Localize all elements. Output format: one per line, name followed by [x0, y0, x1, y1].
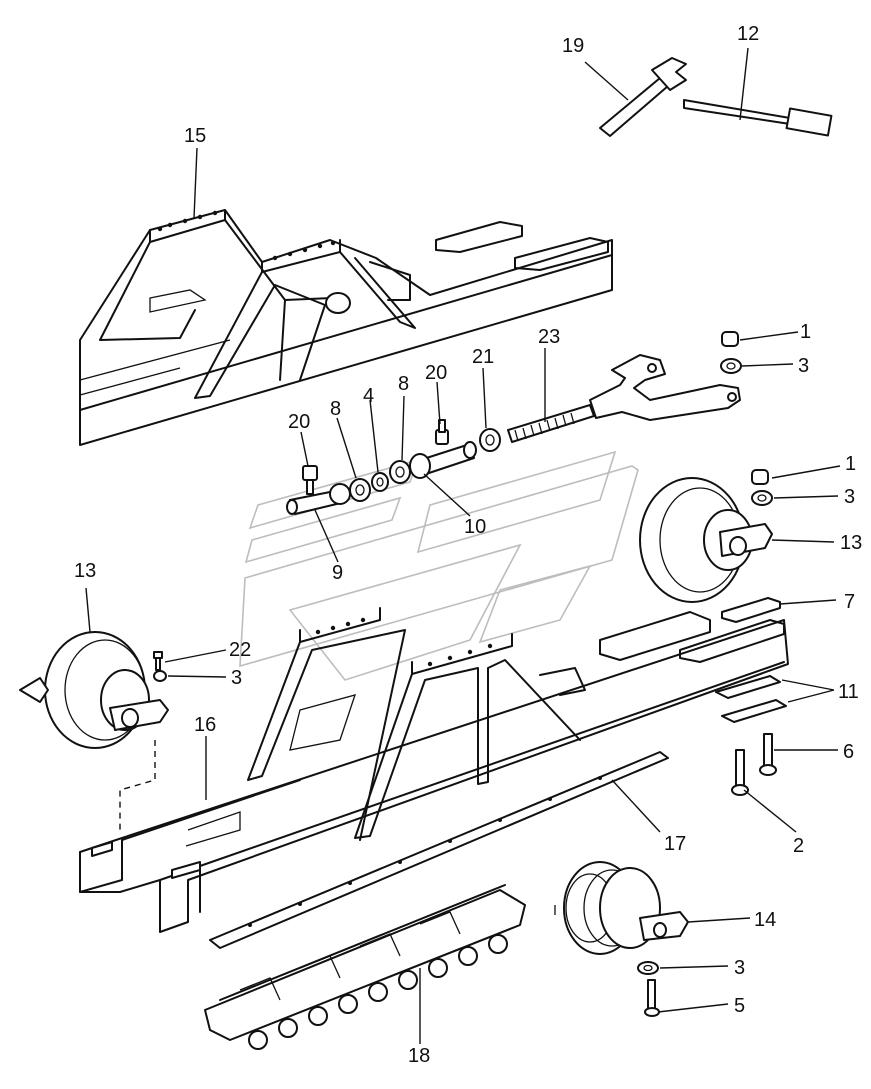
clamps-11	[715, 675, 787, 723]
idler-left	[19, 631, 169, 830]
strip-17	[209, 751, 669, 949]
frame-upper	[79, 209, 613, 446]
callout-18: 18	[408, 1045, 430, 1067]
callout-10: 10	[464, 516, 486, 538]
callout-12: 12	[737, 23, 759, 45]
callout-11: 11	[838, 681, 859, 703]
callout-19: 19	[562, 35, 584, 57]
track-chain	[204, 884, 526, 1050]
bolt-washer-left	[153, 651, 167, 682]
callout-4: 4	[363, 385, 374, 407]
washer-bolt-roller	[637, 961, 660, 1017]
leader-lines	[85, 47, 841, 1044]
plate-7	[721, 597, 781, 623]
callout-3b: 3	[844, 486, 855, 508]
callout-5: 5	[734, 995, 745, 1017]
callout-21: 21	[472, 346, 494, 368]
callout-2: 2	[793, 835, 804, 857]
wrench	[599, 57, 687, 137]
callout-7: 7	[844, 591, 855, 613]
callout-3a: 3	[798, 355, 809, 377]
callout-20b: 20	[288, 411, 310, 433]
callout-17: 17	[664, 833, 686, 855]
cap-nut-washer-right	[751, 469, 773, 506]
callout-20a: 20	[425, 362, 447, 384]
tensioner-assembly	[286, 354, 741, 515]
callout-16: 16	[194, 714, 216, 736]
callout-13b: 13	[74, 560, 96, 582]
callout-15: 15	[184, 125, 206, 147]
track-roller	[554, 861, 689, 955]
callout-8a: 8	[398, 373, 409, 395]
callout-22: 22	[229, 639, 251, 661]
idler-right	[639, 477, 773, 603]
callout-labels: 19 12 15 23 1 3 20 21 8 4 8 20 10 9 1 3 …	[74, 23, 862, 1067]
bolts-2-6	[731, 733, 777, 796]
cap-nut-washer-upper	[720, 331, 742, 374]
watermark-logo	[239, 450, 639, 681]
callout-3d: 3	[734, 957, 745, 979]
callout-14: 14	[754, 909, 776, 931]
callout-23: 23	[538, 326, 560, 348]
grease-extension	[683, 99, 833, 137]
frame-lower	[79, 607, 789, 933]
callout-6: 6	[843, 741, 854, 763]
callout-1b: 1	[845, 453, 856, 475]
callout-3c: 3	[231, 667, 242, 689]
callout-9: 9	[332, 562, 343, 584]
callout-13a: 13	[840, 532, 862, 554]
callout-1a: 1	[800, 321, 811, 343]
callout-8b: 8	[330, 398, 341, 420]
